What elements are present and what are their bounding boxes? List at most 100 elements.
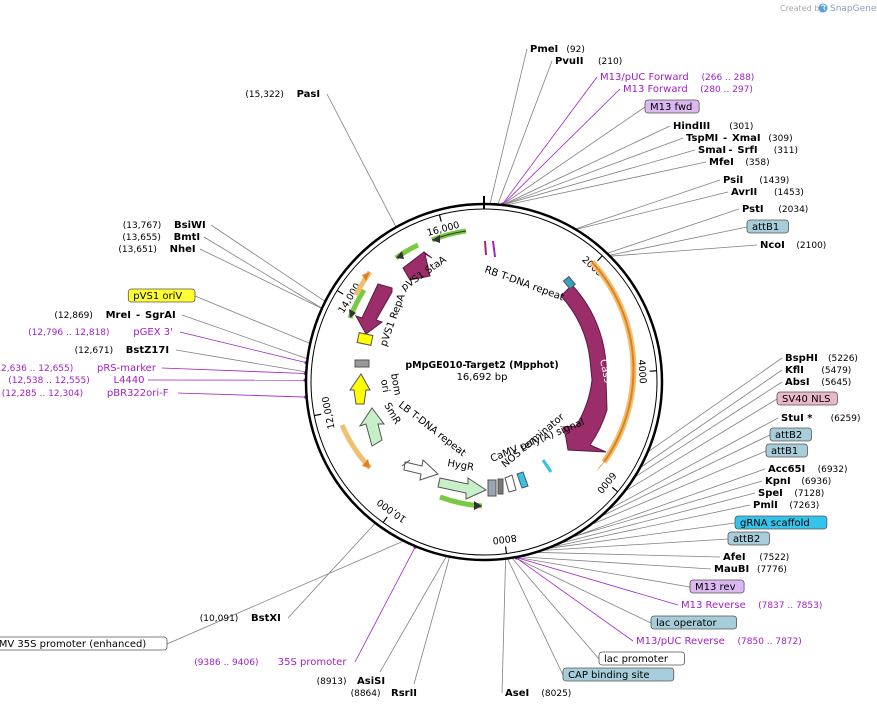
label-pasi-51[interactable]: (15,322)PasI: [245, 89, 320, 100]
label-bstxi-40[interactable]: (10,091)BstXI: [200, 613, 281, 624]
leader-lac-operator-31: [515, 557, 652, 624]
tick-mark-0: [597, 255, 603, 262]
label-text-pvs1-oriv-47: pVS1 oriV: [133, 291, 182, 302]
nos-terminator-label: NOS terminator: [500, 411, 568, 470]
leader-asisi-37: [379, 556, 447, 673]
leader-m13-fwd-4: [503, 106, 646, 205]
label-ncoi-13[interactable]: NcoI(2100): [760, 240, 826, 251]
leader-absi-16: [636, 381, 783, 477]
cas9-feature-arrow[interactable]: [560, 284, 608, 453]
label-lac-operator-31[interactable]: lac operator: [650, 615, 737, 630]
label-name-pbr322ori-f-41: pBR322ori-F: [107, 388, 169, 399]
green-arrowhead-1: [432, 235, 440, 243]
label-m13-puc-forward-2[interactable]: M13/pUC Forward(266 .. 288): [600, 72, 754, 83]
label-m13-fwd-4[interactable]: M13 fwd: [644, 99, 700, 114]
label-m13-reverse-30[interactable]: M13 Reverse(7837 .. 7853): [681, 600, 822, 611]
label-psii-9[interactable]: PsiI(1439): [723, 175, 789, 186]
label-mfei-8[interactable]: MfeI(358): [709, 157, 770, 168]
pvs1-staa-feature-arrow[interactable]: [402, 251, 433, 281]
label-camv-35s-promoter-enhanced-39[interactable]: CaMV 35S promoter (enhanced): [0, 636, 168, 651]
smr-feature-arrow[interactable]: [358, 407, 385, 447]
label-smai-srfi-7[interactable]: SmaI-SrfI(311): [698, 145, 798, 156]
label-mrei-sgrai-46[interactable]: (12,869)MreI-SgrAI: [54, 310, 175, 321]
label-attb1-12[interactable]: attB1: [746, 219, 789, 234]
label-lac-promoter-33[interactable]: lac promoter: [598, 651, 685, 666]
label-box-camv-35s-promoter-enhanced-39: [0, 636, 168, 651]
label-m13-forward-3[interactable]: M13 Forward(280 .. 297): [623, 84, 753, 95]
label-kpni-22[interactable]: KpnI(6936): [765, 476, 831, 487]
label-afei-27[interactable]: AfeI(7522): [723, 552, 789, 563]
hygr-feature-arrow[interactable]: [437, 477, 488, 500]
label-bsiwi-50[interactable]: (13,767)BsiWI: [123, 220, 206, 231]
pvs1-oriv-feature-box[interactable]: [356, 332, 374, 346]
leader-kpni-22: [574, 480, 763, 537]
label-name-m13-reverse-30: M13 Reverse: [681, 600, 746, 611]
label-asei-35[interactable]: AseI(8025): [505, 688, 571, 699]
grna-scaffold-feature[interactable]: [516, 471, 529, 489]
label-box-lac-promoter-33: [598, 651, 685, 666]
bom-feature-box[interactable]: [354, 359, 370, 368]
label-name-nhei-48: NheI: [170, 244, 196, 255]
orange-arrowhead-left-1: [362, 272, 370, 281]
lb-tdna-label: LB T-DNA repeat: [396, 400, 468, 459]
label-rsrii-36[interactable]: (8864)RsrII: [351, 688, 417, 699]
label-pvuii-1[interactable]: PvuII(210): [555, 56, 622, 67]
label-prs-marker-43[interactable]: (12,636 .. 12,655)pRS-marker: [0, 363, 157, 374]
label-bmti-49[interactable]: (13,655)BmtI: [122, 232, 200, 243]
small-marker-1: [484, 240, 487, 256]
label-pos-mfei-8: (358): [745, 158, 769, 168]
leader-pasi-51: [326, 93, 397, 227]
label-35s-promoter-38[interactable]: (9386 .. 9406)35S promoter: [194, 657, 347, 668]
label-grna-scaffold-25[interactable]: gRNA scaffold: [734, 515, 828, 530]
label-attb2-26[interactable]: attB2: [727, 531, 770, 546]
label-pbr322ori-f-41[interactable]: (12,285 .. 12,304)pBR322ori-F: [2, 388, 169, 399]
label-hindiii-5[interactable]: HindIII(301): [673, 121, 753, 132]
label-pgex-3-45[interactable]: (12,796 .. 12,818)pGEX 3': [28, 327, 173, 338]
ori-feature-arrow[interactable]: [349, 373, 371, 405]
label-pvs1-oriv-47[interactable]: pVS1 oriV: [127, 288, 196, 303]
label-tspmi-xmai-6[interactable]: TspMI-XmaI(309): [686, 133, 793, 144]
label-stui-18[interactable]: StuI *(6259): [781, 413, 861, 424]
label-bsphi-14[interactable]: BspHI(5226): [785, 353, 858, 364]
label-m13-puc-reverse-32[interactable]: M13/pUC Reverse(7850 .. 7872): [636, 636, 802, 647]
leader-prs-marker-43: [161, 367, 306, 374]
label-text-lac-operator-31: lac operator: [656, 618, 717, 629]
label-name-pasi-51: PasI: [297, 89, 320, 100]
tick-label-3: 8000: [492, 532, 517, 546]
label-avrii-10[interactable]: AvrII(1453): [731, 187, 804, 198]
label-pmli-24[interactable]: PmlI(7263): [753, 500, 819, 511]
label-maubi-28[interactable]: MauBI(7776): [714, 564, 787, 575]
green-arrowhead-2: [396, 251, 404, 259]
label-acc65i-21[interactable]: Acc65I(6932): [768, 464, 848, 475]
label-spei-23[interactable]: SpeI(7128): [758, 488, 824, 499]
label-pos-pvuii-1: (210): [598, 57, 622, 67]
label-attb1-20[interactable]: attB1: [765, 443, 808, 458]
label-kfli-15[interactable]: KflI(5479): [785, 365, 851, 376]
camv-polya-feature[interactable]: [504, 474, 517, 493]
lb-tdna-feature-arrow[interactable]: [403, 458, 439, 481]
label-asisi-37[interactable]: (8913)AsiSI: [317, 676, 385, 687]
label-sv40-nls-17[interactable]: SV40 NLS: [776, 391, 838, 406]
label-nhei-48[interactable]: (13,651)NheI: [118, 244, 195, 255]
leader-psti-11: [607, 208, 740, 254]
label-cap-binding-site-34[interactable]: CAP binding site: [562, 667, 675, 682]
label-pos-psii-9: (1439): [759, 176, 789, 186]
leader-m13-reverse-30: [517, 557, 679, 606]
label-pos-pgex-3-45: (12,796 .. 12,818): [28, 328, 109, 338]
label-bstz17i-44[interactable]: (12,671)BstZ17I: [75, 345, 169, 356]
label-pmei-0[interactable]: PmeI(92): [530, 44, 585, 55]
label-attb2-19[interactable]: attB2: [769, 427, 812, 442]
label-pos-mrei-sgrai-46: (12,869): [54, 311, 93, 321]
created-by-text: Created by: [780, 4, 824, 13]
rb-tdna-feature-box[interactable]: [562, 275, 576, 290]
snapgene-logo-icon: [818, 3, 828, 13]
label-l4440-42[interactable]: (12,538 .. 12,555)L4440: [8, 375, 144, 386]
label-psti-11[interactable]: PstI(2034): [742, 204, 808, 215]
label-absi-16[interactable]: AbsI(5645): [785, 377, 851, 388]
label-pos-spei-23: (7128): [794, 489, 824, 499]
label-m13-rev-29[interactable]: M13 rev: [689, 579, 745, 594]
leader-ncoi-13: [611, 244, 758, 257]
nos-terminator-feature[interactable]: [541, 459, 553, 473]
attb-feature-box-2[interactable]: [497, 478, 504, 495]
attb-feature-box-1[interactable]: [487, 479, 497, 497]
